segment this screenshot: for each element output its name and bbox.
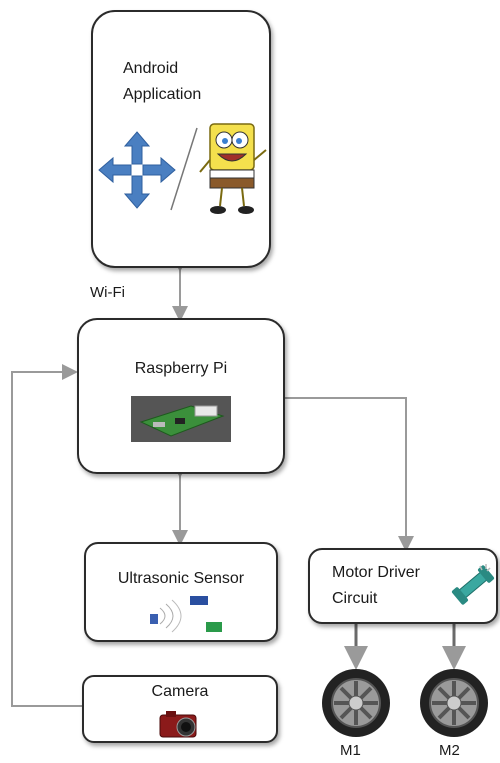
rpi-motor-link (285, 397, 414, 552)
ultrasonic-sensor-box: Ultrasonic Sensor (84, 542, 278, 642)
motor-driver-title-line1: Motor Driver (332, 564, 421, 581)
motor-m2-label: M2 (439, 742, 460, 759)
raspberry-pi-board-icon (131, 396, 231, 442)
motor-driver-circuit-box: Motor Driver Circuit (308, 548, 498, 624)
cartoon-character-icon (199, 123, 267, 214)
motor-driver-title-line2: Circuit (332, 590, 378, 607)
camera-title: Camera (151, 683, 209, 700)
slash-divider (170, 127, 198, 211)
wrench-gear-icon (451, 564, 495, 605)
camera-rpi-link (11, 364, 82, 707)
raspberry-pi-box: Raspberry Pi (77, 318, 285, 474)
wifi-label: Wi-Fi (90, 284, 125, 301)
android-title-line2: Application (123, 86, 202, 103)
android-title-line1: Android (123, 60, 179, 77)
ultrasonic-sensor-title: Ultrasonic Sensor (117, 570, 245, 587)
camera-icon (159, 711, 197, 738)
android-application-box: Android Application (91, 10, 271, 268)
raspberry-pi-title: Raspberry Pi (134, 360, 228, 377)
camera-box: Camera (82, 675, 278, 743)
dpad-arrows-icon (98, 131, 176, 209)
ultrasonic-sensor-icon (150, 596, 222, 633)
motor-wheel-m2-icon (420, 669, 488, 737)
motor-wheel-m1-icon (322, 669, 390, 737)
motor-m1-label: M1 (340, 742, 361, 759)
